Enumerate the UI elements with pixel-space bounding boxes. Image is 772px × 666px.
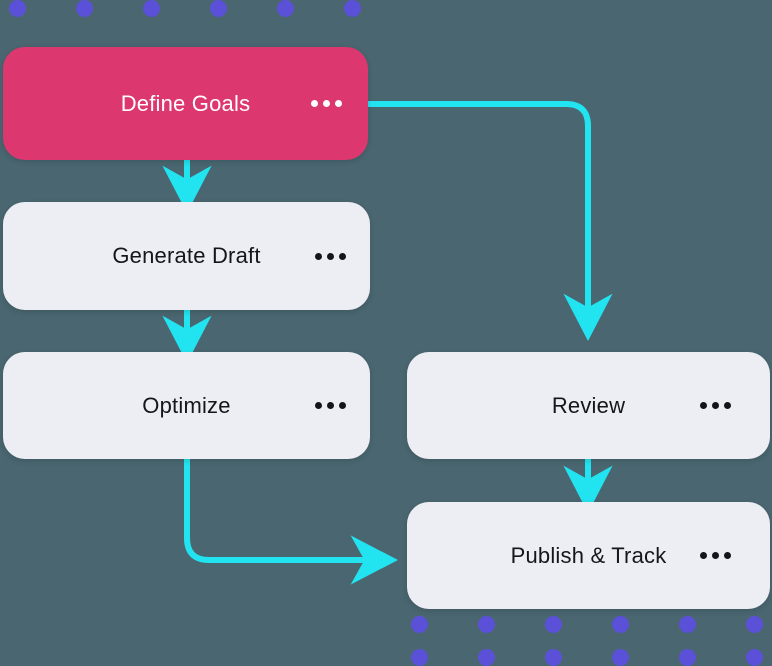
decorative-dot [679,649,696,666]
decorative-dot [478,616,495,633]
decorative-dot [143,0,160,17]
more-options-icon[interactable] [700,402,731,409]
decorative-dot [679,616,696,633]
node-define-goals[interactable]: Define Goals [3,47,368,160]
node-review[interactable]: Review [407,352,770,459]
decorative-dot [76,0,93,17]
node-label: Review [551,392,626,418]
decorative-dot [545,649,562,666]
more-options-icon[interactable] [315,252,346,260]
decorative-dot [612,649,629,666]
more-options-icon[interactable] [315,402,346,409]
node-label: Publish & Track [510,542,667,568]
decorative-dot [210,0,227,17]
node-publish-track[interactable]: Publish & Track [407,502,770,609]
decorative-dot [411,616,428,633]
node-generate-draft[interactable]: Generate Draft [3,202,370,310]
decorative-dot [411,649,428,666]
more-options-icon[interactable] [311,100,342,107]
decorative-dot [344,0,361,17]
more-options-icon[interactable] [700,552,731,559]
node-label: Optimize [142,392,231,418]
node-label: Define Goals [120,90,251,116]
decorative-dot [478,649,495,666]
decorative-dot [612,616,629,633]
decorative-dot [746,616,763,633]
connector-define-goals-to-review [368,101,613,341]
decorative-dot [545,616,562,633]
connector-optimize-to-publish-track [184,459,398,585]
decorative-dot [746,649,763,666]
node-optimize[interactable]: Optimize [3,352,370,459]
node-label: Generate Draft [112,243,261,268]
decorative-dot [277,0,294,17]
decorative-dot [9,0,26,17]
